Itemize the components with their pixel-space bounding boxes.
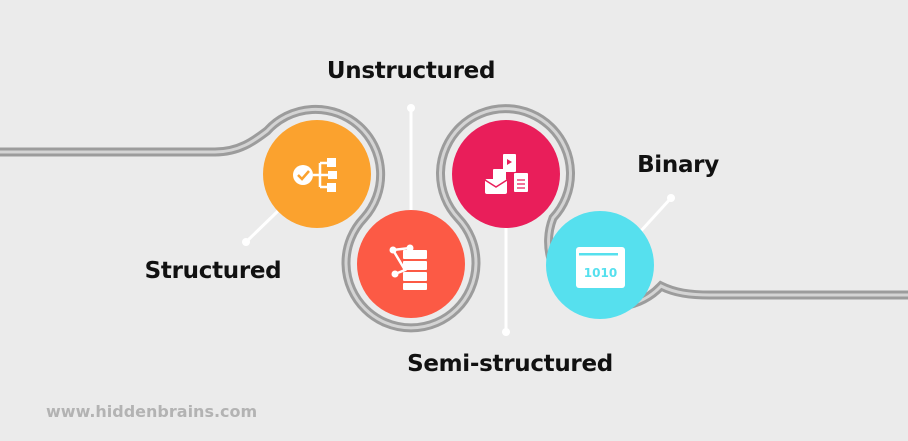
binary-window-icon: 1010	[576, 247, 625, 288]
label-structured: Structured	[144, 258, 282, 284]
structured-connector	[244, 209, 280, 244]
label-semi-structured: Semi-structured	[407, 351, 613, 377]
semi-structured-connector-dot	[502, 328, 510, 336]
unstructured-connector-dot	[407, 104, 415, 112]
structured-connector-dot	[242, 238, 250, 246]
label-unstructured: Unstructured	[326, 58, 496, 84]
binary-icon-text: 1010	[584, 266, 617, 280]
binary-connector-dot	[667, 194, 675, 202]
label-binary: Binary	[637, 152, 719, 178]
footer-url: www.hiddenbrains.com	[46, 402, 258, 421]
flowchart-check-icon	[293, 158, 337, 192]
documents-icon	[484, 154, 528, 194]
binary-connector	[638, 196, 673, 234]
server-graph-icon	[389, 244, 427, 290]
